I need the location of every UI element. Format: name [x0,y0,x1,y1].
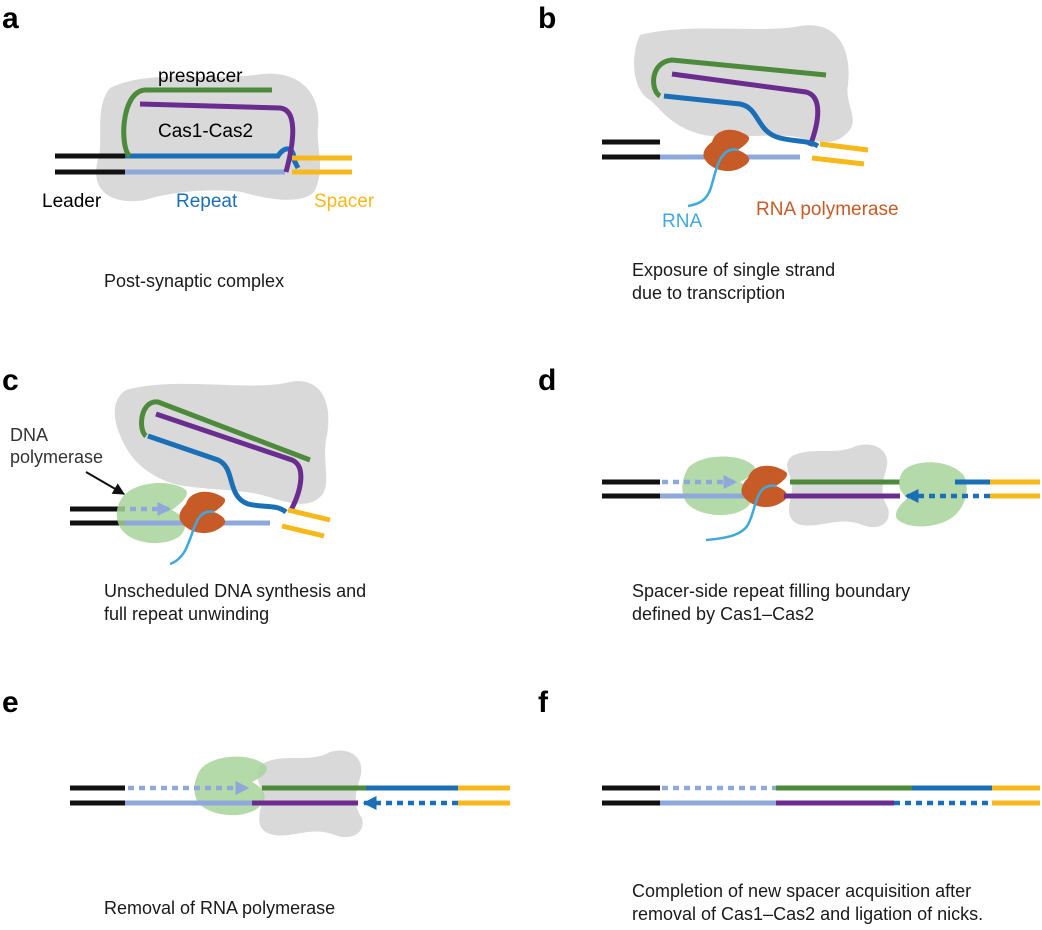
panel-b: b RNA RNA polymerase Exposure of single … [538,2,899,303]
panel-c: c DNA polymerase Unscheduled DNA synthes… [2,364,366,624]
rna-label: RNA [662,211,702,232]
prespacer-purple-strand [139,101,296,173]
cas-complex-label: Cas1-Cas2 [158,121,253,142]
rna-polymerase [179,491,226,534]
panel-letter-e: e [2,686,19,719]
rna-polymerase [741,465,788,508]
panel-f: f Completion of new spacer acquisition a… [538,686,1040,924]
panel-d: d Spacer-side repeat filling boundary de… [538,364,1040,624]
prespacer-label: prespacer [158,66,243,87]
prespacer-purple-strand [671,71,821,147]
rna-polymerase [703,129,750,172]
caption-d-line2: defined by Cas1–Cas2 [632,604,814,624]
caption-d-line1: Spacer-side repeat filling boundary [632,581,910,601]
leader-label: Leader [42,191,102,212]
caption-a-line1: Post-synaptic complex [104,271,284,291]
prespacer-green-strand [121,87,272,159]
caption-c-line2: full repeat unwinding [104,604,269,624]
spacer-top-strand [819,141,869,153]
rna-strand [687,148,739,208]
dna-polymerase-label-line1: DNA [10,425,48,445]
panel-letter-d: d [538,364,556,397]
spacer-bottom-strand [281,523,325,539]
repeat-top-strand [663,93,820,149]
dna-polymerase-left [682,456,755,516]
caption-b-line1: Exposure of single strand [632,260,835,280]
repeat-top-strand [147,433,288,515]
cas1-cas2-complex [114,381,329,504]
panel-letter-a: a [2,2,19,35]
dna-polymerase-label-line2: polymerase [10,447,103,467]
panel-letter-b: b [538,2,556,35]
prespacer-green-strand [139,399,311,463]
rna-strand [169,510,215,566]
rna-strand [705,484,777,542]
caption-f-line1: Completion of new spacer acquisition aft… [632,881,971,901]
caption-b-line2: due to transcription [632,283,785,303]
cas1-cas2-complex [257,750,363,838]
dna-polymerase-pointer [85,471,126,495]
spacer-label: Spacer [314,191,375,212]
panel-letter-c: c [2,364,19,397]
caption-f-line2: removal of Cas1–Cas2 and ligation of nic… [632,904,983,924]
caption-e-line1: Removal of RNA polymerase [104,898,335,918]
dna-polymerase [116,483,187,544]
panel-e: e Removal of RNA polymerase [2,686,510,918]
panel-letter-f: f [538,686,549,719]
cas1-cas2-complex [787,444,889,528]
caption-c-line1: Unscheduled DNA synthesis and [104,581,366,601]
spacer-bottom-strand [811,155,865,167]
rna-polymerase-label: RNA polymerase [756,199,899,220]
prespacer-purple-strand [155,411,304,514]
panel-a: a prespacer Cas1-Cas2 Leader Repeat Spac… [2,2,375,291]
repeat-label: Repeat [176,191,238,212]
spacer-top-strand [287,507,331,523]
prespacer-green-strand [651,57,827,99]
